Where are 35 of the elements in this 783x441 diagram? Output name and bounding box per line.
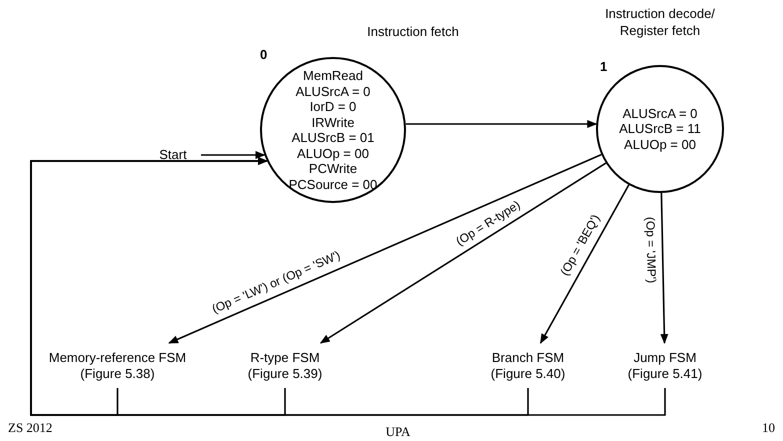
arrow [201,151,266,159]
signal-text: IRWrite [312,114,354,130]
figure-reference: (Figure 5.39) [248,366,322,382]
arrow [660,192,668,344]
state-label: R-type FSM [250,350,320,366]
state-label: Jump FSM [634,350,696,366]
footer-text: 10 [762,420,775,435]
signal-text: ALUSrcA = 0 [296,84,370,99]
footer-text: UPA [386,424,410,439]
figure-reference: (Figure 5.38) [80,366,155,382]
arrow [168,154,602,344]
state-label: Start [159,147,187,163]
signal-text: IorD = 0 [310,99,356,114]
figure-reference: (Figure 5.41) [628,366,702,382]
arrow [320,162,606,344]
signal-text: ALUSrcA = 0 [622,106,698,122]
state-label: Memory-reference FSM [48,350,186,366]
state-number: 1 [600,59,608,74]
signal-text: PCWrite [308,161,358,176]
state-title: Instruction decode/ Register fetch [604,5,716,39]
footer-text: ZS 2012 [8,420,52,435]
signal-text: ALUSrcB = 11 [619,121,701,137]
state-label: Branch FSM [492,350,564,366]
arrow [540,184,630,344]
edge-label: (Op = 'JMP') [642,216,658,284]
signal-text: ALUSrcB = 01 [292,130,374,146]
signal-text: ALUOp = 00 [624,136,696,152]
state-title: Instruction fetch [366,23,460,40]
state-number: 0 [260,47,268,62]
arrow [406,120,598,128]
figure-reference: (Figure 5.40) [490,366,566,382]
signal-text: ALUOp = 00 [297,146,369,161]
edge-label: (Op = 'LW') or (Op = 'SW') [210,248,342,316]
signal-text: MemRead [303,68,363,84]
arrow [30,157,666,416]
